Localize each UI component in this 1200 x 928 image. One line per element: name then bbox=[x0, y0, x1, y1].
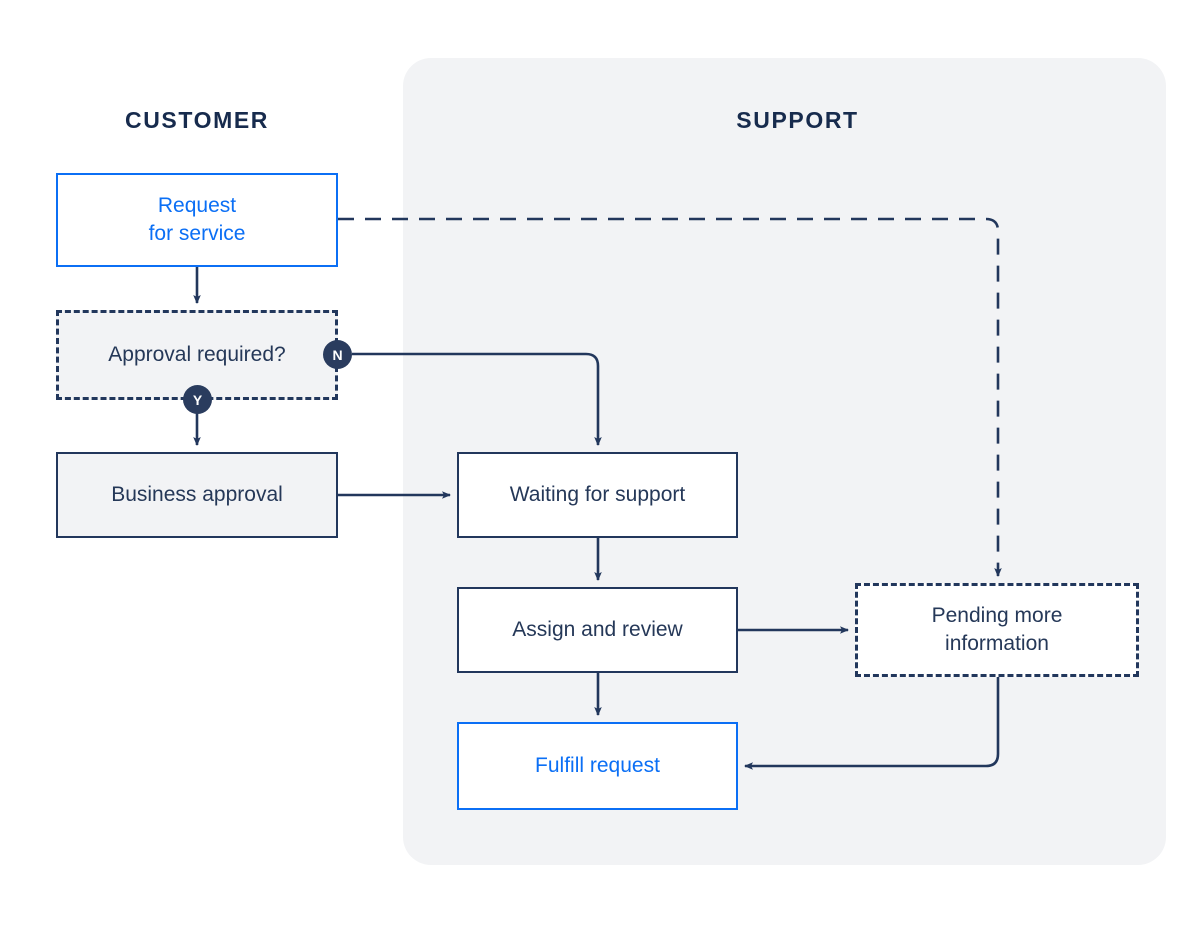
node-waiting-label: Waiting for support bbox=[509, 483, 686, 507]
node-request-line1: Request bbox=[157, 194, 237, 218]
lane-title-support: SUPPORT bbox=[736, 107, 859, 133]
node-business-approval[interactable]: Business approval bbox=[56, 452, 338, 538]
node-pending-line2: information bbox=[945, 632, 1049, 655]
node-assign-and-review[interactable]: Assign and review bbox=[457, 587, 738, 673]
node-request-line2: for service bbox=[148, 222, 246, 245]
lane-title-customer: CUSTOMER bbox=[125, 107, 269, 133]
node-assign-label: Assign and review bbox=[512, 618, 683, 642]
branch-badge-no: N bbox=[323, 340, 352, 369]
node-approval-label: Approval required? bbox=[108, 343, 286, 367]
branch-badge-yes: Y bbox=[183, 385, 212, 414]
node-business-label: Business approval bbox=[111, 483, 283, 507]
node-request-for-service[interactable]: Request for service bbox=[56, 173, 338, 267]
node-waiting-for-support[interactable]: Waiting for support bbox=[457, 452, 738, 538]
node-pending-more-information[interactable]: Pending more information bbox=[855, 583, 1139, 677]
node-fulfill-request[interactable]: Fulfill request bbox=[457, 722, 738, 810]
node-fulfill-label: Fulfill request bbox=[535, 754, 660, 778]
node-pending-line1: Pending more bbox=[931, 604, 1063, 628]
